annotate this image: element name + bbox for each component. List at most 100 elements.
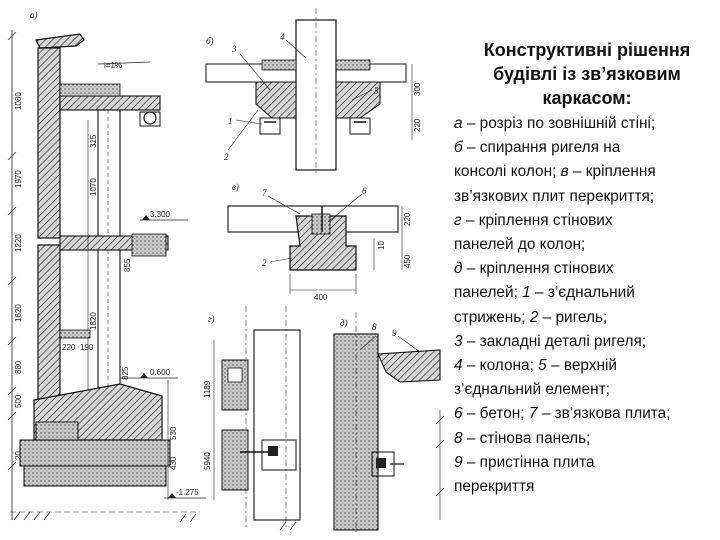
dim-880: 880 — [14, 360, 23, 374]
caption-text: стрижень; — [454, 308, 530, 326]
title-line-3: каркасом: — [542, 88, 632, 108]
dim-v-400: 400 — [314, 293, 328, 302]
figure-caption: а – розріз по зовнішній стіні;б – спиран… — [454, 112, 716, 499]
panel-a-wall-section: а) 1080 1970 1220 1620 880 500 20 — [7, 10, 206, 523]
level-0600: 0.600 — [150, 368, 171, 377]
caption-text: консолі колон; — [454, 163, 561, 181]
panel-d-wall-panel-fastening: д) 9 8 — [333, 312, 445, 532]
panel-a-label: а) — [30, 10, 38, 20]
dim-315: 315 — [89, 134, 98, 148]
dim-b-300: 300 — [413, 82, 422, 96]
caption-line: зв’язкових плит перекриття; — [454, 185, 716, 209]
caption-text: – розріз по зовнішній стіні; — [462, 115, 656, 132]
caption-text: – закладні деталі ригеля; — [462, 332, 647, 350]
dim-1080: 1080 — [14, 92, 23, 110]
dim-1620: 1620 — [14, 304, 23, 322]
dim-b-220: 220 — [413, 118, 422, 132]
caption-text: – кріплення — [568, 163, 656, 181]
caption-key: а — [454, 115, 463, 132]
caption-key: 8 — [454, 429, 463, 447]
caption-line: 6 – бетон; 7 – зв’язкова плита; — [454, 402, 716, 426]
dim-430: 430 — [169, 456, 178, 470]
dim-1070: 1070 — [89, 178, 98, 196]
dim-1820: 1820 — [89, 312, 98, 330]
dim-500: 500 — [14, 394, 23, 408]
caption-text: з’єднальний елемент; — [454, 381, 610, 399]
level-minus-1275: -1.275 — [176, 488, 199, 497]
caption-line: г – кріплення стінових — [454, 209, 716, 233]
caption-key: в — [560, 163, 569, 181]
slide-title: Конструктивні рішення будівлі із зв’язко… — [462, 38, 712, 110]
caption-line: консолі колон; в – кріплення — [454, 160, 716, 184]
title-line-2: будівлі із зв’язковим — [493, 64, 681, 84]
panel-b-girder-support: б) 3 4 5 1 2 — [205, 8, 422, 175]
dim-20: 20 — [14, 451, 23, 460]
panel-d-label: д) — [340, 318, 348, 328]
dim-190: 190 — [80, 343, 94, 352]
caption-key: 5 — [538, 357, 547, 375]
caption-key: д — [454, 260, 463, 278]
panel-v-tie-slab: в) 7 6 2 220 10 450 400 — [227, 182, 412, 302]
callout-d-9: 9 — [392, 328, 397, 338]
title-line-1: Конструктивні рішення — [483, 40, 691, 60]
caption-text: – пристінна плита — [462, 453, 595, 471]
caption-line: панелей до колон; — [454, 233, 716, 257]
caption-key: б — [454, 139, 463, 157]
dim-855: 855 — [123, 258, 132, 272]
dim-535: 530 — [169, 426, 178, 440]
callout-b-3: 3 — [231, 44, 237, 54]
caption-key: 2 — [529, 308, 539, 326]
caption-key: 7 — [528, 405, 538, 423]
caption-text: – зв’язкова плита; — [537, 405, 671, 423]
callout-b-5: 5 — [374, 86, 379, 96]
caption-line: а – розріз по зовнішній стіні; — [454, 112, 716, 136]
caption-text: – ригель; — [538, 308, 608, 326]
dim-v-450: 450 — [403, 254, 412, 268]
caption-line: б – спирання ригеля на — [454, 136, 716, 160]
caption-key: 4 — [454, 357, 463, 375]
caption-line: 3 – закладні деталі ригеля; — [454, 330, 716, 354]
caption-text: – бетон; — [462, 405, 529, 423]
dim-220-190: 220 — [62, 343, 76, 352]
caption-key: 6 — [454, 405, 463, 423]
caption-line: 4 – колона; 5 – верхній — [454, 354, 716, 378]
caption-line: 9 – пристінна плита — [454, 451, 716, 475]
caption-text: зв’язкових плит перекриття; — [454, 187, 655, 205]
dim-v-10: 10 — [377, 241, 386, 250]
caption-line: 8 – стінова панель; — [454, 427, 716, 451]
callout-v-2: 2 — [262, 258, 267, 268]
slope-label: i=1% — [104, 61, 122, 70]
caption-text: – колона; — [462, 357, 539, 375]
caption-text: – кріплення стінових — [462, 260, 614, 278]
panel-v-label: в) — [232, 182, 239, 192]
callout-v-6: 6 — [362, 186, 367, 196]
caption-line: д – кріплення стінових — [454, 257, 716, 281]
caption-key: 9 — [454, 453, 463, 471]
callout-d-8: 8 — [372, 322, 377, 332]
caption-key: 1 — [522, 284, 531, 302]
callout-b-4: 4 — [280, 32, 285, 42]
panel-g-label: г) — [208, 314, 215, 324]
caption-text: панелей до колон; — [454, 236, 586, 254]
caption-text: перекриття — [454, 478, 535, 496]
caption-text: – з’єднальний — [530, 284, 635, 302]
level-3300: 3.300 — [150, 210, 171, 219]
caption-key: г — [454, 211, 462, 229]
caption-line: панелей; 1 – з’єднальний — [454, 281, 716, 305]
dim-v-220: 220 — [403, 212, 412, 226]
caption-line: стрижень; 2 – ригель; — [454, 306, 716, 330]
dim-1220: 1220 — [14, 234, 23, 252]
caption-text: – спирання ригеля на — [462, 139, 621, 157]
dim-1970: 1970 — [14, 170, 23, 188]
construction-drawings: а) 1080 1970 1220 1620 880 500 20 — [7, 8, 445, 532]
callout-b-1: 1 — [228, 116, 233, 126]
callout-b-2: 2 — [224, 152, 229, 162]
panel-g-wall-to-column: г) 1189 5940 — [203, 306, 301, 531]
caption-line: перекриття — [454, 475, 716, 499]
caption-line: з’єднальний елемент; — [454, 378, 716, 402]
caption-key: 3 — [454, 332, 463, 350]
caption-text: – стінова панель; — [462, 429, 591, 447]
dim-825: 825 — [121, 366, 130, 380]
panel-b-label: б) — [206, 36, 214, 46]
